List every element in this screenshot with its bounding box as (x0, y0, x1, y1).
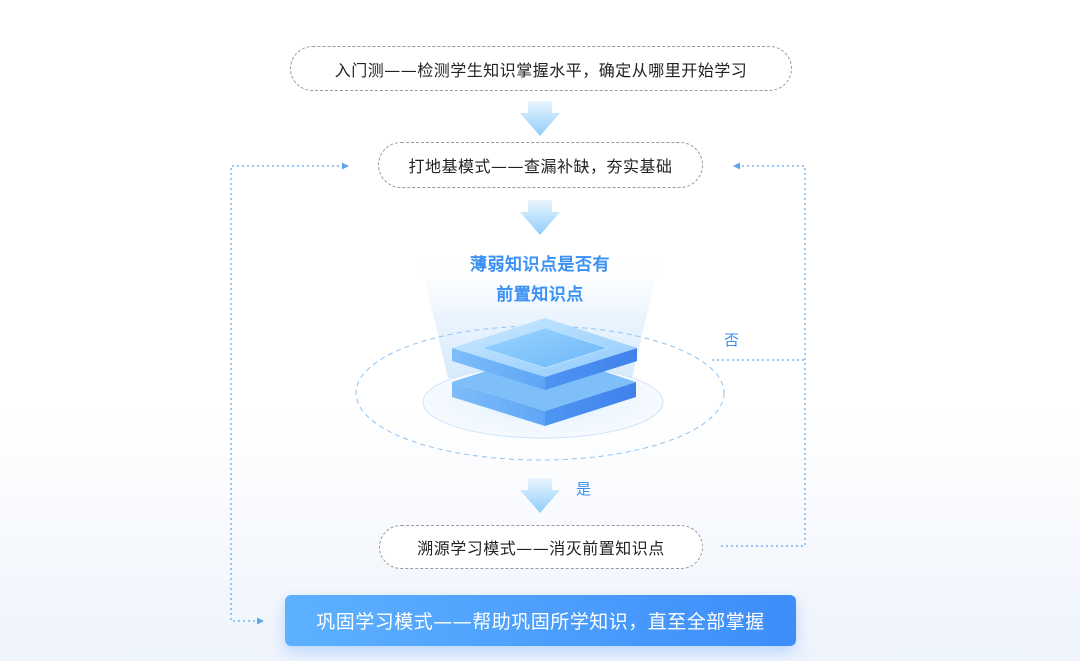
foundation-mode-label: 打地基模式——查漏补缺，夯实基础 (408, 157, 673, 176)
trace-mode-step: 溯源学习模式——消灭前置知识点 (379, 525, 703, 569)
branch-yes-label: 是 (576, 480, 592, 498)
decision-line-2: 前置知识点 (496, 285, 584, 305)
down-arrow-2 (520, 200, 560, 235)
loop-arrowheads (257, 162, 740, 625)
left-loop-arrowhead (342, 162, 349, 170)
layer-stack-icon (452, 318, 637, 426)
entry-test-label: 入门测——检测学生知识掌握水平，确定从哪里开始学习 (334, 60, 748, 80)
left-loop-line (230, 165, 342, 622)
entry-test-step: 入门测——检测学生知识掌握水平，确定从哪里开始学习 (290, 46, 792, 91)
right-loop-arrowhead (733, 162, 740, 170)
foundation-mode-step: 打地基模式——查漏补缺，夯实基础 (378, 142, 703, 188)
consolidate-mode-label: 巩固学习模式——帮助巩固所学知识，直至全部掌握 (316, 611, 765, 633)
final-entry-arrowhead (257, 617, 264, 625)
consolidate-mode-step: 巩固学习模式——帮助巩固所学知识，直至全部掌握 (285, 595, 796, 646)
decision-line-1: 薄弱知识点是否有 (470, 255, 610, 275)
branch-no-label: 否 (724, 331, 740, 349)
decision-question: 薄弱知识点是否有 前置知识点 (440, 250, 640, 310)
trace-mode-label: 溯源学习模式——消灭前置知识点 (417, 539, 665, 558)
right-loop-line (721, 165, 806, 547)
down-arrow-3 (520, 478, 560, 513)
loop-lines (230, 165, 806, 622)
down-arrow-1 (520, 101, 560, 136)
